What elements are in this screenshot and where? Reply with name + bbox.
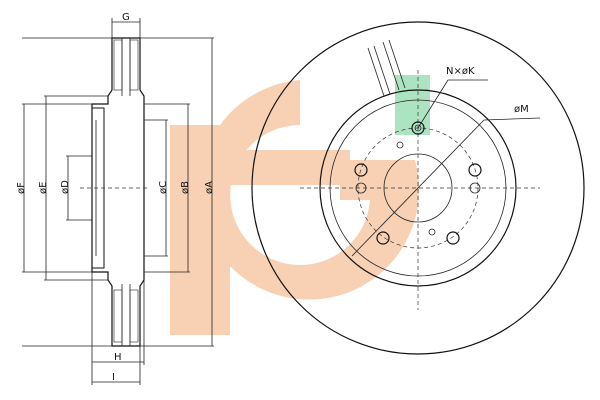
friction-slots [367, 39, 406, 97]
label-f: øF [16, 182, 27, 194]
label-d: øD [60, 180, 71, 194]
small-hole-1 [396, 141, 404, 149]
locator-hole-left [355, 182, 367, 194]
slot-2b [388, 39, 406, 89]
front-view: øM N×øK [251, 21, 585, 355]
stud-hole-4 [376, 231, 390, 245]
leader-m [483, 117, 541, 121]
vent-slot-top-left [113, 39, 123, 91]
slot-2a [382, 41, 400, 91]
friction-ring-inner-edge [319, 89, 517, 287]
stud-hole-1-inner [414, 124, 422, 132]
leader-nk [417, 79, 449, 129]
vent-slot-bottom-right [129, 289, 139, 343]
disc-section-outline [91, 37, 145, 347]
stud-hole-3 [446, 231, 460, 245]
label-h: H [114, 352, 122, 363]
watermark-ring [199, 80, 420, 300]
slot-1a [367, 47, 385, 97]
label-m: øM [514, 104, 529, 115]
label-e: øE [38, 182, 49, 194]
stud-hole-1 [411, 121, 425, 135]
side-section-view: G øF øE øD øC øB øA H I [16, 12, 215, 385]
dim-line-m [351, 119, 485, 257]
vent-slot-top-right [129, 39, 139, 91]
label-c: øC [158, 181, 169, 194]
label-nk: N×øK [446, 66, 475, 77]
label-g: G [122, 12, 130, 23]
small-hole-2 [428, 228, 436, 236]
label-a: øA [204, 181, 215, 194]
stud-hole-5 [354, 163, 368, 177]
disc-outer-edge [251, 21, 585, 355]
locator-hole-right [469, 182, 481, 194]
watermark-bar [230, 150, 350, 185]
label-b: øB [180, 181, 191, 194]
stud-hole-2 [468, 163, 482, 177]
label-i: I [112, 372, 115, 383]
slot-1b [373, 45, 391, 95]
vent-slot-bottom-left [113, 289, 123, 343]
watermark-left-block [170, 125, 230, 335]
watermark-logo [170, 75, 430, 335]
